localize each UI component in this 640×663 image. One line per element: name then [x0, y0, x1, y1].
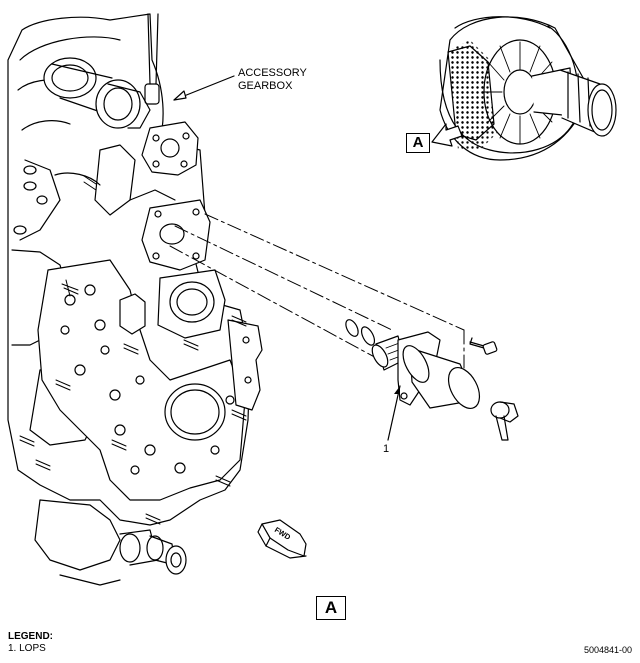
detail-view-a	[431, 16, 617, 161]
accessory-gearbox-label-line2: GEARBOX	[238, 80, 293, 92]
view-a-marker-top: A	[406, 133, 430, 153]
gearbox-inlet-tube	[43, 13, 160, 129]
accessory-gearbox-leader	[173, 75, 235, 101]
view-a-pointer-arrow	[431, 123, 463, 147]
sensor-block	[119, 293, 146, 335]
drive-bore	[157, 269, 226, 339]
accessory-gearbox-label-line1: ACCESSORY	[238, 67, 307, 79]
lops-connector	[490, 401, 519, 441]
o-ring-1	[345, 319, 359, 337]
bottom-fitting	[34, 499, 187, 586]
figure-number: 5004841-00	[583, 645, 632, 655]
lops-mounting-pad	[141, 199, 211, 271]
gearbox-face-plate	[37, 259, 246, 501]
left-lugs	[13, 165, 48, 235]
view-a-marker-bottom: A	[316, 596, 346, 620]
fwd-arrow	[257, 519, 307, 559]
lops-sensor	[345, 319, 519, 441]
side-flange	[227, 319, 263, 411]
mounting-flange-top	[141, 121, 199, 176]
lops-bolt	[469, 337, 498, 355]
legend-item: 1. LOPS	[8, 643, 46, 654]
legend-title: LEGEND:	[8, 631, 53, 642]
item-1-leader	[387, 385, 401, 441]
alignment-lines	[169, 213, 465, 369]
item-1-callout: 1	[383, 443, 390, 455]
o-ring-2	[360, 326, 376, 346]
studs	[19, 175, 247, 525]
gearbox-housing	[7, 13, 263, 586]
